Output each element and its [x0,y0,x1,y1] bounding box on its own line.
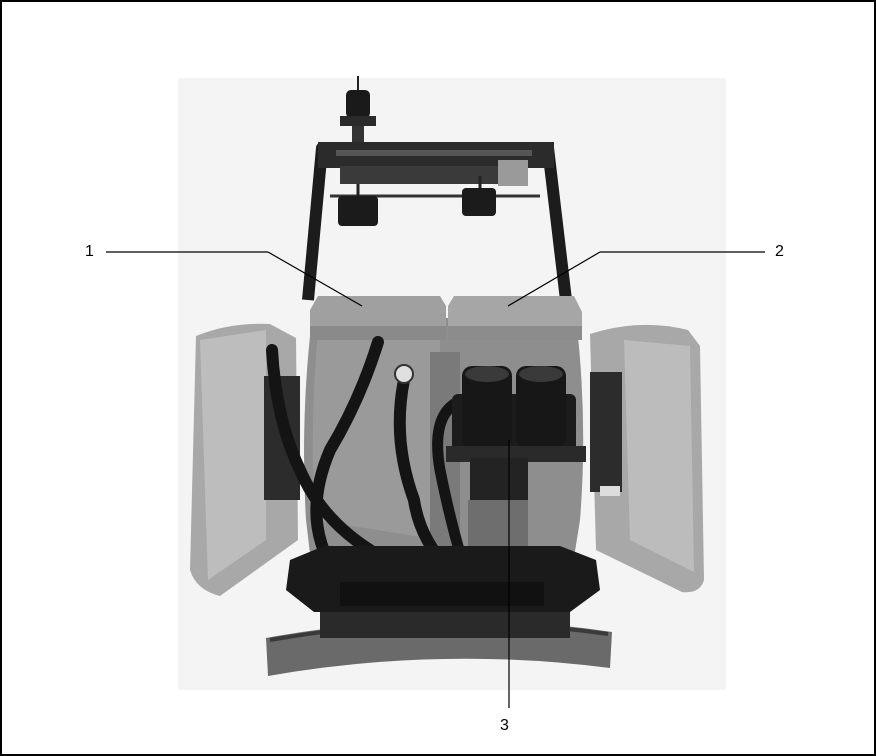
gauge [394,364,414,384]
callout-2-label: 2 [775,243,784,260]
right-mirror [462,160,528,216]
right-top-cover [448,296,582,340]
left-top-cover [310,296,446,340]
callout-1-label: 1 [85,243,94,260]
right-side-door [590,324,704,593]
rear-bumper [286,546,600,612]
left-mirror [338,184,378,226]
squeegee [266,612,612,676]
beacon-light [340,76,376,144]
leader-line-1b [267,251,363,307]
filter-assembly [446,366,586,508]
callout-3-label: 3 [500,717,509,734]
leader-lines [106,251,765,708]
leader-line-2b [507,251,601,307]
